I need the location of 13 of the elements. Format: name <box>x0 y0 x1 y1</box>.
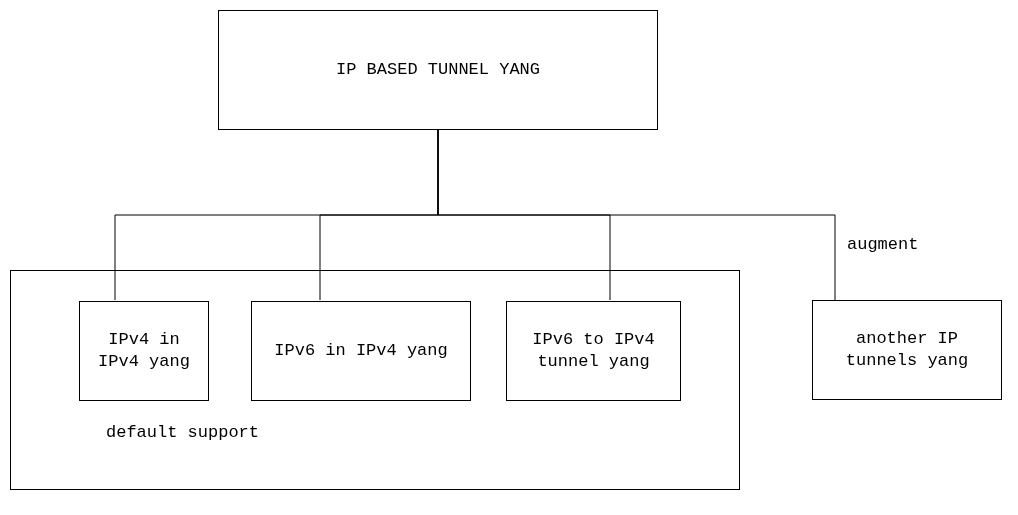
module-label: another IP tunnels yang <box>844 327 970 372</box>
module-box <box>218 10 658 130</box>
module-label: IP BASED TUNNEL YANG <box>334 58 541 81</box>
module-label: IPv4 in IPv4 yang <box>97 328 191 373</box>
module-box <box>79 301 209 401</box>
module-box <box>506 301 681 401</box>
module-box <box>251 301 471 401</box>
group-label: default support <box>106 421 260 444</box>
module-label: IPv6 in IPv4 yang <box>273 339 449 362</box>
group-box <box>10 270 740 490</box>
module-box <box>812 300 1002 400</box>
connector-line <box>437 129 836 301</box>
module-label: IPv6 to IPv4 tunnel yang <box>531 328 656 373</box>
